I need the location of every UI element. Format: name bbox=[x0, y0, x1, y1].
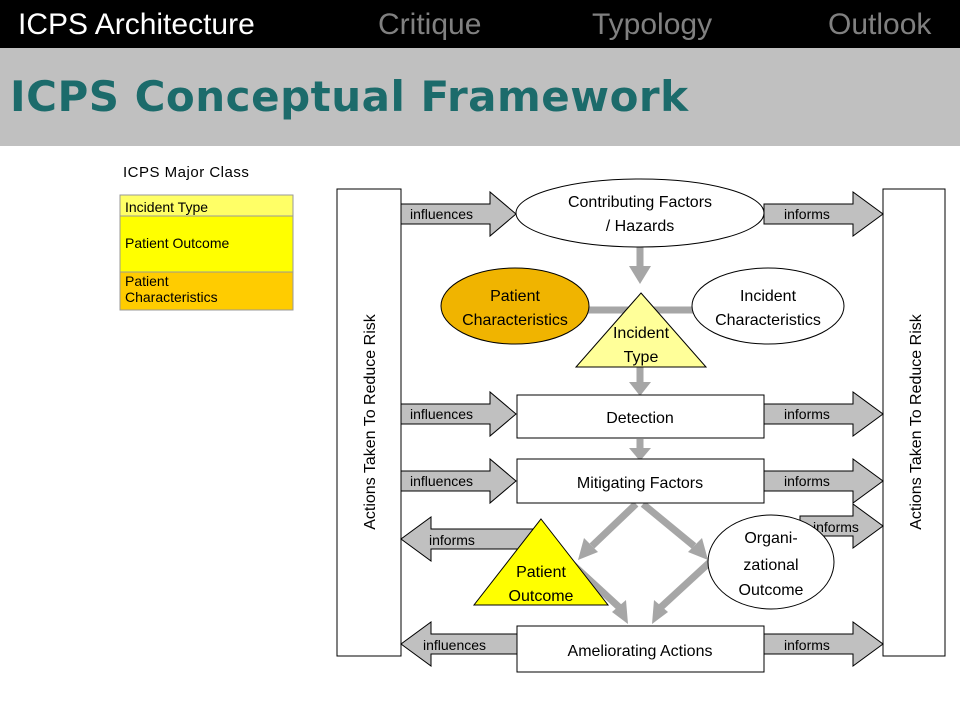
arrow-label-informs-3: informs bbox=[784, 473, 830, 489]
node-detection bbox=[516, 394, 765, 439]
legend-label-patient-characteristics-1: Patient bbox=[125, 273, 169, 289]
node-contributing-factors-label-1: Contributing Factors bbox=[568, 194, 712, 211]
arrow-label-influences-2: influences bbox=[410, 406, 473, 422]
right-side-panel-label: Actions Taken To Reduce Risk bbox=[908, 313, 925, 530]
legend-heading: ICPS Major Class bbox=[123, 164, 249, 181]
top-nav: ICPS Architecture Critique Typology Outl… bbox=[0, 0, 960, 48]
connector-mitigating-to-org bbox=[640, 501, 697, 549]
node-organizational-outcome-label-3: Outcome bbox=[739, 582, 804, 599]
nav-tab-typology[interactable]: Typology bbox=[592, 8, 713, 41]
node-contributing-factors bbox=[515, 178, 765, 248]
arrowhead-to-org bbox=[688, 538, 708, 560]
arrowhead-org-to-ameliorating bbox=[652, 600, 668, 624]
node-patient-characteristics-label-1: Patient bbox=[490, 288, 540, 305]
arrow-informs-3 bbox=[763, 458, 884, 504]
legend: ICPS Major Class Incident Type Patient O… bbox=[119, 164, 294, 311]
arrowhead-detection-to-mitigating bbox=[629, 448, 651, 461]
arrow-informs-5 bbox=[763, 621, 884, 667]
arrow-influences-3 bbox=[400, 457, 517, 505]
node-patient-outcome-label-2: Outcome bbox=[509, 588, 574, 605]
node-incident-type-label-2: Type bbox=[624, 349, 659, 366]
node-organizational-outcome-label-1: Organi- bbox=[744, 530, 797, 547]
legend-label-patient-outcome: Patient Outcome bbox=[125, 235, 229, 251]
node-mitigating-factors bbox=[516, 458, 765, 504]
legend-label-incident-type: Incident Type bbox=[125, 199, 208, 215]
arrow-informs-2 bbox=[763, 391, 884, 437]
arrow-label-informs-4: informs bbox=[813, 519, 859, 535]
arrow-influences-left bbox=[400, 621, 521, 667]
nav-tab-outlook[interactable]: Outlook bbox=[828, 8, 932, 41]
arrow-influences-1 bbox=[400, 190, 517, 238]
legend-swatch-patient-outcome bbox=[119, 215, 294, 273]
arrow-informs-1 bbox=[763, 191, 884, 237]
left-side-panel bbox=[336, 188, 402, 657]
node-detection-label: Detection bbox=[606, 410, 674, 427]
node-incident-type bbox=[574, 292, 708, 368]
arrowhead-patient-to-ameliorating bbox=[612, 600, 628, 624]
node-incident-type-label-1: Incident bbox=[613, 325, 670, 342]
arrowhead-type-to-detection bbox=[629, 382, 651, 396]
arrowhead-cf-to-type bbox=[629, 266, 651, 284]
arrow-label-informs-1: informs bbox=[784, 206, 830, 222]
arrow-label-influences-3: influences bbox=[410, 473, 473, 489]
arrow-label-influences-1: influences bbox=[410, 206, 473, 222]
nav-tab-icps-architecture[interactable]: ICPS Architecture bbox=[18, 8, 255, 41]
title-bar bbox=[0, 48, 960, 146]
node-organizational-outcome-label-2: zational bbox=[743, 557, 798, 574]
node-patient-characteristics-label-2: Characteristics bbox=[462, 312, 568, 329]
node-incident-characteristics bbox=[691, 267, 845, 345]
arrow-label-influences-left: influences bbox=[423, 637, 486, 653]
node-ameliorating-actions bbox=[516, 625, 765, 673]
legend-label-patient-characteristics-2: Characteristics bbox=[125, 289, 218, 305]
right-side-panel bbox=[882, 188, 946, 657]
slide-title: ICPS Conceptual Framework bbox=[10, 72, 689, 121]
arrowhead-to-patient bbox=[578, 538, 598, 560]
nav-tab-critique[interactable]: Critique bbox=[378, 8, 482, 41]
node-patient-outcome-label-1: Patient bbox=[516, 564, 566, 581]
arrow-label-informs-2: informs bbox=[784, 406, 830, 422]
node-incident-characteristics-label-1: Incident bbox=[740, 288, 797, 305]
node-ameliorating-actions-label: Ameliorating Actions bbox=[568, 643, 713, 660]
connector-mitigating-to-patient bbox=[589, 501, 639, 549]
left-side-panel-label: Actions Taken To Reduce Risk bbox=[362, 313, 379, 530]
legend-swatch-patient-characteristics bbox=[119, 271, 294, 311]
arrow-label-informs-left: informs bbox=[429, 532, 475, 548]
arrow-influences-2 bbox=[400, 390, 517, 438]
arrow-label-informs-5: informs bbox=[784, 637, 830, 653]
node-contributing-factors-label-2: / Hazards bbox=[606, 218, 674, 235]
node-organizational-outcome bbox=[707, 514, 835, 610]
node-incident-characteristics-label-2: Characteristics bbox=[715, 312, 821, 329]
node-mitigating-factors-label: Mitigating Factors bbox=[577, 475, 703, 492]
node-patient-outcome bbox=[472, 518, 610, 606]
node-patient-characteristics bbox=[440, 267, 590, 345]
connector-org-to-ameliorating bbox=[657, 559, 713, 611]
